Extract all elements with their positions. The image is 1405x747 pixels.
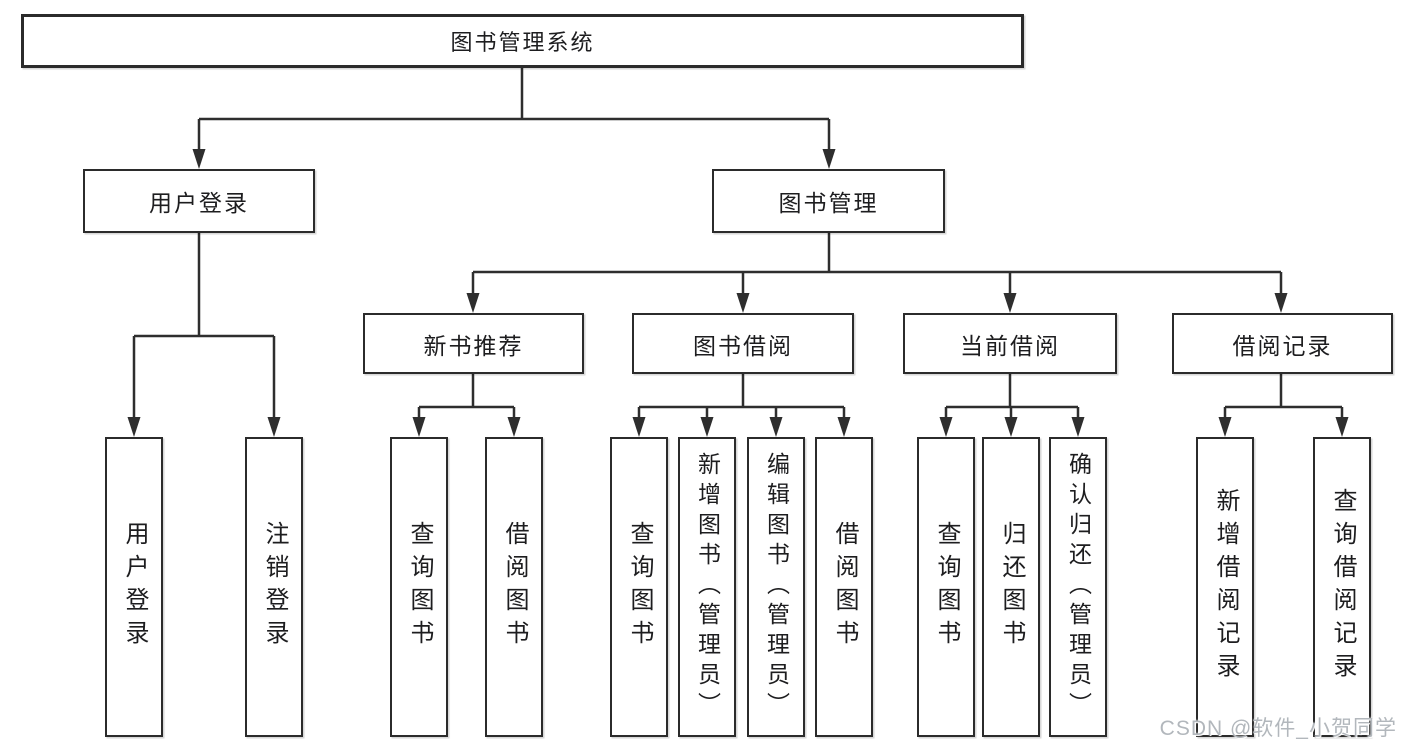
leaf-borrow-books: 借阅图书 bbox=[815, 437, 873, 737]
node-user-login: 用户登录 bbox=[83, 169, 315, 233]
leaf-return-books: 归还图书 bbox=[982, 437, 1040, 737]
leaf-user-login: 用户登录 bbox=[105, 437, 163, 737]
leaf-add-borrow-record: 新增借阅记录 bbox=[1196, 437, 1254, 737]
node-book-borrow: 图书借阅 bbox=[632, 313, 854, 374]
node-book-management: 图书管理 bbox=[712, 169, 945, 233]
node-borrow-records: 借阅记录 bbox=[1172, 313, 1393, 374]
node-root-library-system: 图书管理系统 bbox=[21, 14, 1024, 68]
leaf-borrow-books-recommend: 借阅图书 bbox=[485, 437, 543, 737]
leaf-edit-books-admin: 编辑图书（管理员） bbox=[747, 437, 805, 737]
node-new-book-recommend: 新书推荐 bbox=[363, 313, 584, 374]
node-current-borrow: 当前借阅 bbox=[903, 313, 1117, 374]
leaf-confirm-return-admin: 确认归还（管理员） bbox=[1049, 437, 1107, 737]
connector-user-login-to-leaves bbox=[127, 233, 281, 437]
connector-book-borrow-to-leaves bbox=[632, 374, 851, 437]
leaf-add-books-admin: 新增图书（管理员） bbox=[678, 437, 736, 737]
leaf-query-borrow-record: 查询借阅记录 bbox=[1313, 437, 1371, 737]
leaf-query-books-current: 查询图书 bbox=[917, 437, 975, 737]
connector-borrow-records-to-leaves bbox=[1218, 374, 1349, 437]
connector-current-borrow-to-leaves bbox=[939, 374, 1085, 437]
leaf-query-books-recommend: 查询图书 bbox=[390, 437, 448, 737]
leaf-logout: 注销登录 bbox=[245, 437, 303, 737]
connector-new-books-to-leaves bbox=[412, 374, 521, 437]
csdn-watermark: CSDN @软件_小贺同学 bbox=[1159, 717, 1397, 740]
connector-root-to-level2 bbox=[192, 68, 836, 169]
leaf-query-books-borrow: 查询图书 bbox=[610, 437, 668, 737]
connector-book-management-to-level3 bbox=[466, 232, 1288, 313]
